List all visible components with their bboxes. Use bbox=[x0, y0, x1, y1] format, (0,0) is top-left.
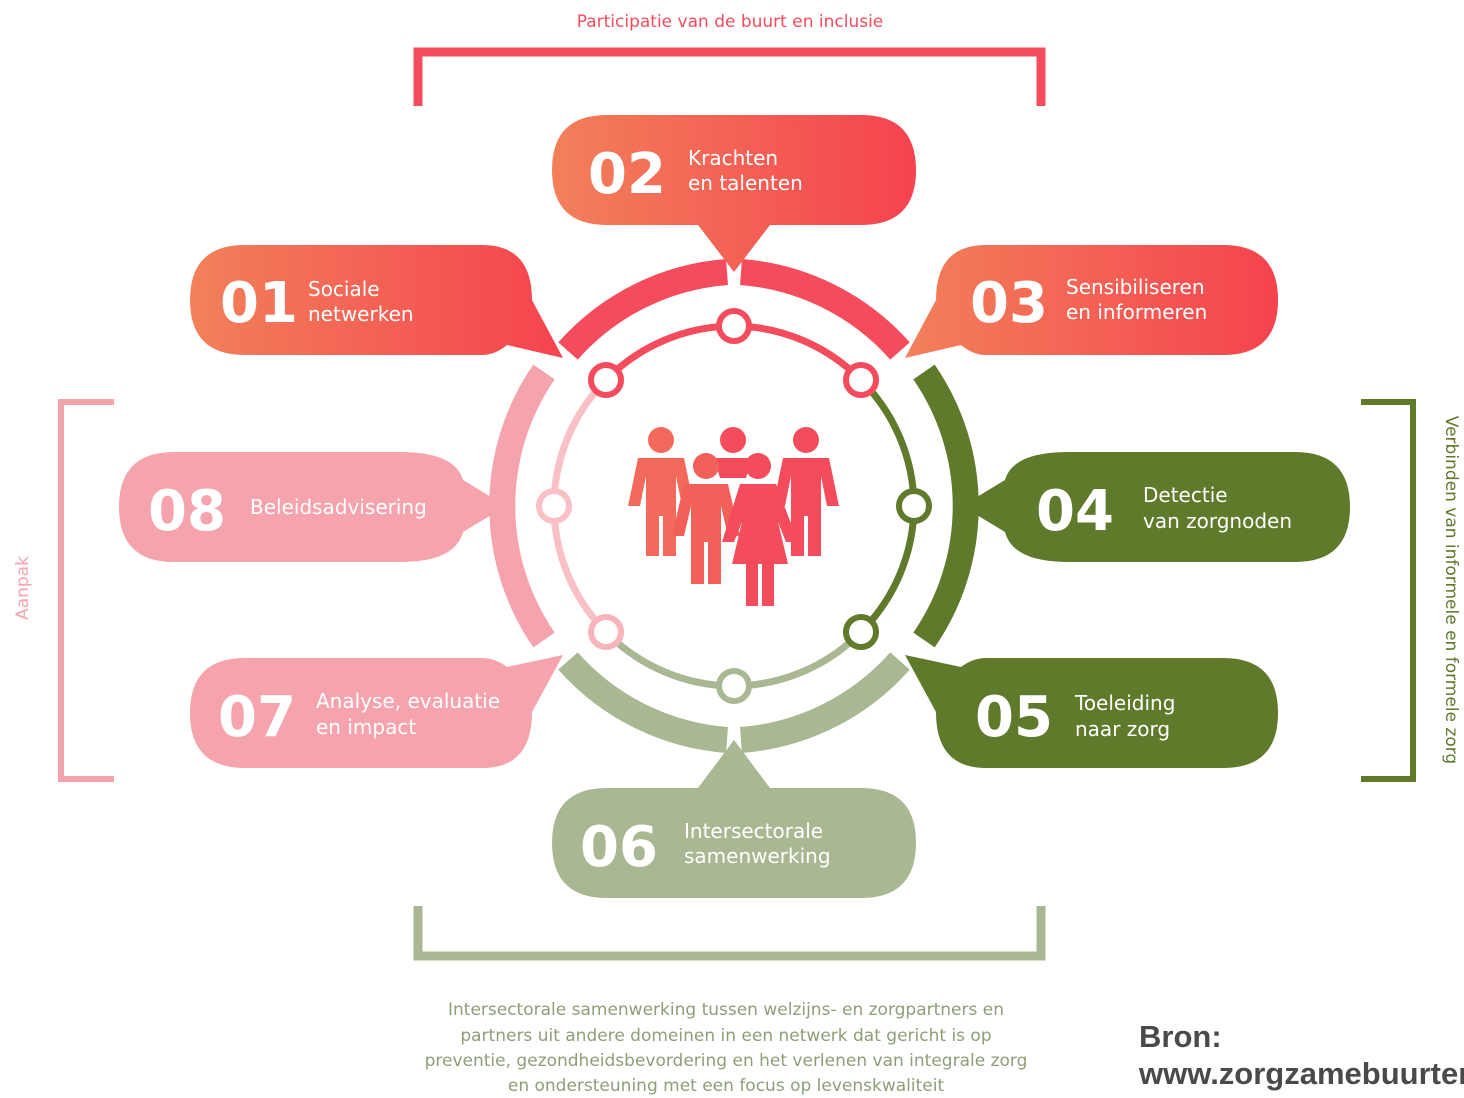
step-05-number: 05 bbox=[975, 685, 1053, 750]
step-06-number: 06 bbox=[580, 815, 658, 880]
node-03 bbox=[843, 362, 879, 398]
node-02 bbox=[716, 308, 752, 344]
top-bracket-label: Participatie van de buurt en inclusie bbox=[577, 12, 884, 32]
step-03-number: 03 bbox=[970, 271, 1048, 336]
node-07 bbox=[588, 614, 624, 650]
step-03-line2: en informeren bbox=[1066, 300, 1207, 324]
step-02-line2: en talenten bbox=[688, 171, 803, 195]
step-03-line1: Sensibiliseren bbox=[1066, 275, 1205, 299]
right-bracket-label: Verbinden van informele en formele zorg bbox=[1441, 416, 1461, 764]
node-01 bbox=[588, 362, 624, 398]
step-02-number: 02 bbox=[588, 142, 666, 207]
step-04-number: 04 bbox=[1036, 479, 1114, 544]
bottom-text-line-4: en ondersteuning met een focus op levens… bbox=[508, 1076, 945, 1096]
bottom-text-line-2: partners uit andere domeinen in een netw… bbox=[460, 1026, 991, 1046]
step-04-line1: Detectie bbox=[1143, 483, 1228, 507]
node-08 bbox=[536, 488, 572, 524]
ring-nodes bbox=[536, 308, 932, 704]
top-bracket: Participatie van de buurt en inclusie bbox=[413, 12, 1046, 106]
step-06: 06 Intersectorale samenwerking bbox=[552, 740, 916, 898]
outer-arc-top-right bbox=[739, 259, 910, 360]
step-01: 01 Sociale netwerken bbox=[190, 245, 563, 358]
step-02-line1: Krachten bbox=[688, 146, 778, 170]
outer-arc-top-left bbox=[558, 259, 729, 360]
step-07: 07 Analyse, evaluatie en impact bbox=[190, 655, 563, 768]
step-08: 08 Beleidsadvisering bbox=[119, 452, 506, 562]
step-08-number: 08 bbox=[148, 479, 226, 544]
left-bracket-label: Aanpak bbox=[13, 556, 33, 620]
source-label: Bron: bbox=[1139, 1019, 1222, 1054]
step-05-line2: naar zorg bbox=[1075, 717, 1170, 741]
step-07-number: 07 bbox=[218, 685, 296, 750]
node-05 bbox=[843, 614, 879, 650]
step-01-number: 01 bbox=[220, 271, 298, 336]
step-05: 05 Toeleiding naar zorg bbox=[905, 655, 1278, 768]
bottom-text-line-3: preventie, gezondheidsbevordering en het… bbox=[425, 1051, 1028, 1071]
step-01-line2: netwerken bbox=[308, 302, 414, 326]
step-08-line1: Beleidsadvisering bbox=[250, 495, 427, 519]
people-group-icon bbox=[628, 427, 839, 606]
step-01-line1: Sociale bbox=[308, 277, 380, 301]
step-07-line1: Analyse, evaluatie bbox=[316, 689, 500, 713]
left-bracket: Aanpak bbox=[13, 399, 114, 782]
step-07-line2: en impact bbox=[316, 715, 416, 739]
step-03: 03 Sensibiliseren en informeren bbox=[905, 245, 1278, 358]
node-04 bbox=[896, 488, 932, 524]
outer-arc-bottom-left bbox=[558, 652, 729, 753]
source-credit: Bron: www.zorgzamebuurten.be bbox=[1139, 1018, 1464, 1098]
node-06 bbox=[716, 668, 752, 704]
source-url[interactable]: www.zorgzamebuurten.be bbox=[1139, 1056, 1464, 1091]
bottom-text-line-1: Intersectorale samenwerking tussen welzi… bbox=[448, 1000, 1004, 1020]
step-06-line1: Intersectorale bbox=[684, 819, 823, 843]
step-05-line1: Toeleiding bbox=[1074, 691, 1175, 715]
right-bracket: Verbinden van informele en formele zorg bbox=[1361, 399, 1461, 782]
step-06-line2: samenwerking bbox=[684, 844, 831, 868]
step-04: 04 Detectie van zorgnoden bbox=[962, 452, 1350, 562]
step-04-line2: van zorgnoden bbox=[1143, 509, 1292, 533]
step-02: 02 Krachten en talenten bbox=[552, 115, 916, 272]
bottom-bracket: Intersectorale samenwerking tussen welzi… bbox=[413, 906, 1046, 1096]
outer-arc-bottom-right bbox=[739, 652, 910, 753]
